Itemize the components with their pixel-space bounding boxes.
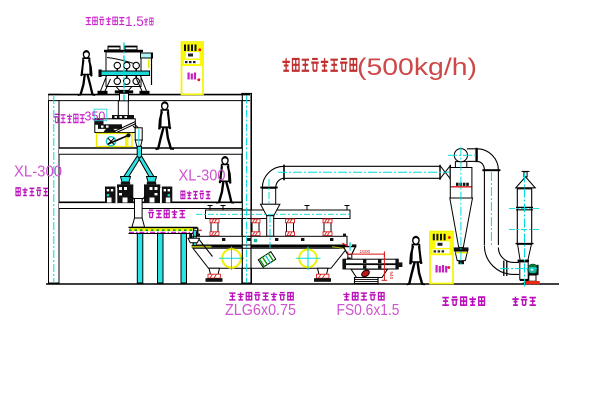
svg-text:540: 540	[389, 272, 394, 280]
svg-text:ZLG6x0.75: ZLG6x0.75	[225, 302, 296, 319]
svg-text:XL-300: XL-300	[14, 163, 62, 180]
svg-text:350: 350	[85, 109, 106, 123]
svg-text:XL-300: XL-300	[179, 167, 226, 184]
svg-text:1500: 1500	[360, 249, 371, 255]
svg-text:1.5: 1.5	[125, 14, 144, 29]
svg-text:(500kg/h): (500kg/h)	[357, 54, 477, 81]
svg-text:FS0.6x1.5: FS0.6x1.5	[337, 302, 400, 319]
